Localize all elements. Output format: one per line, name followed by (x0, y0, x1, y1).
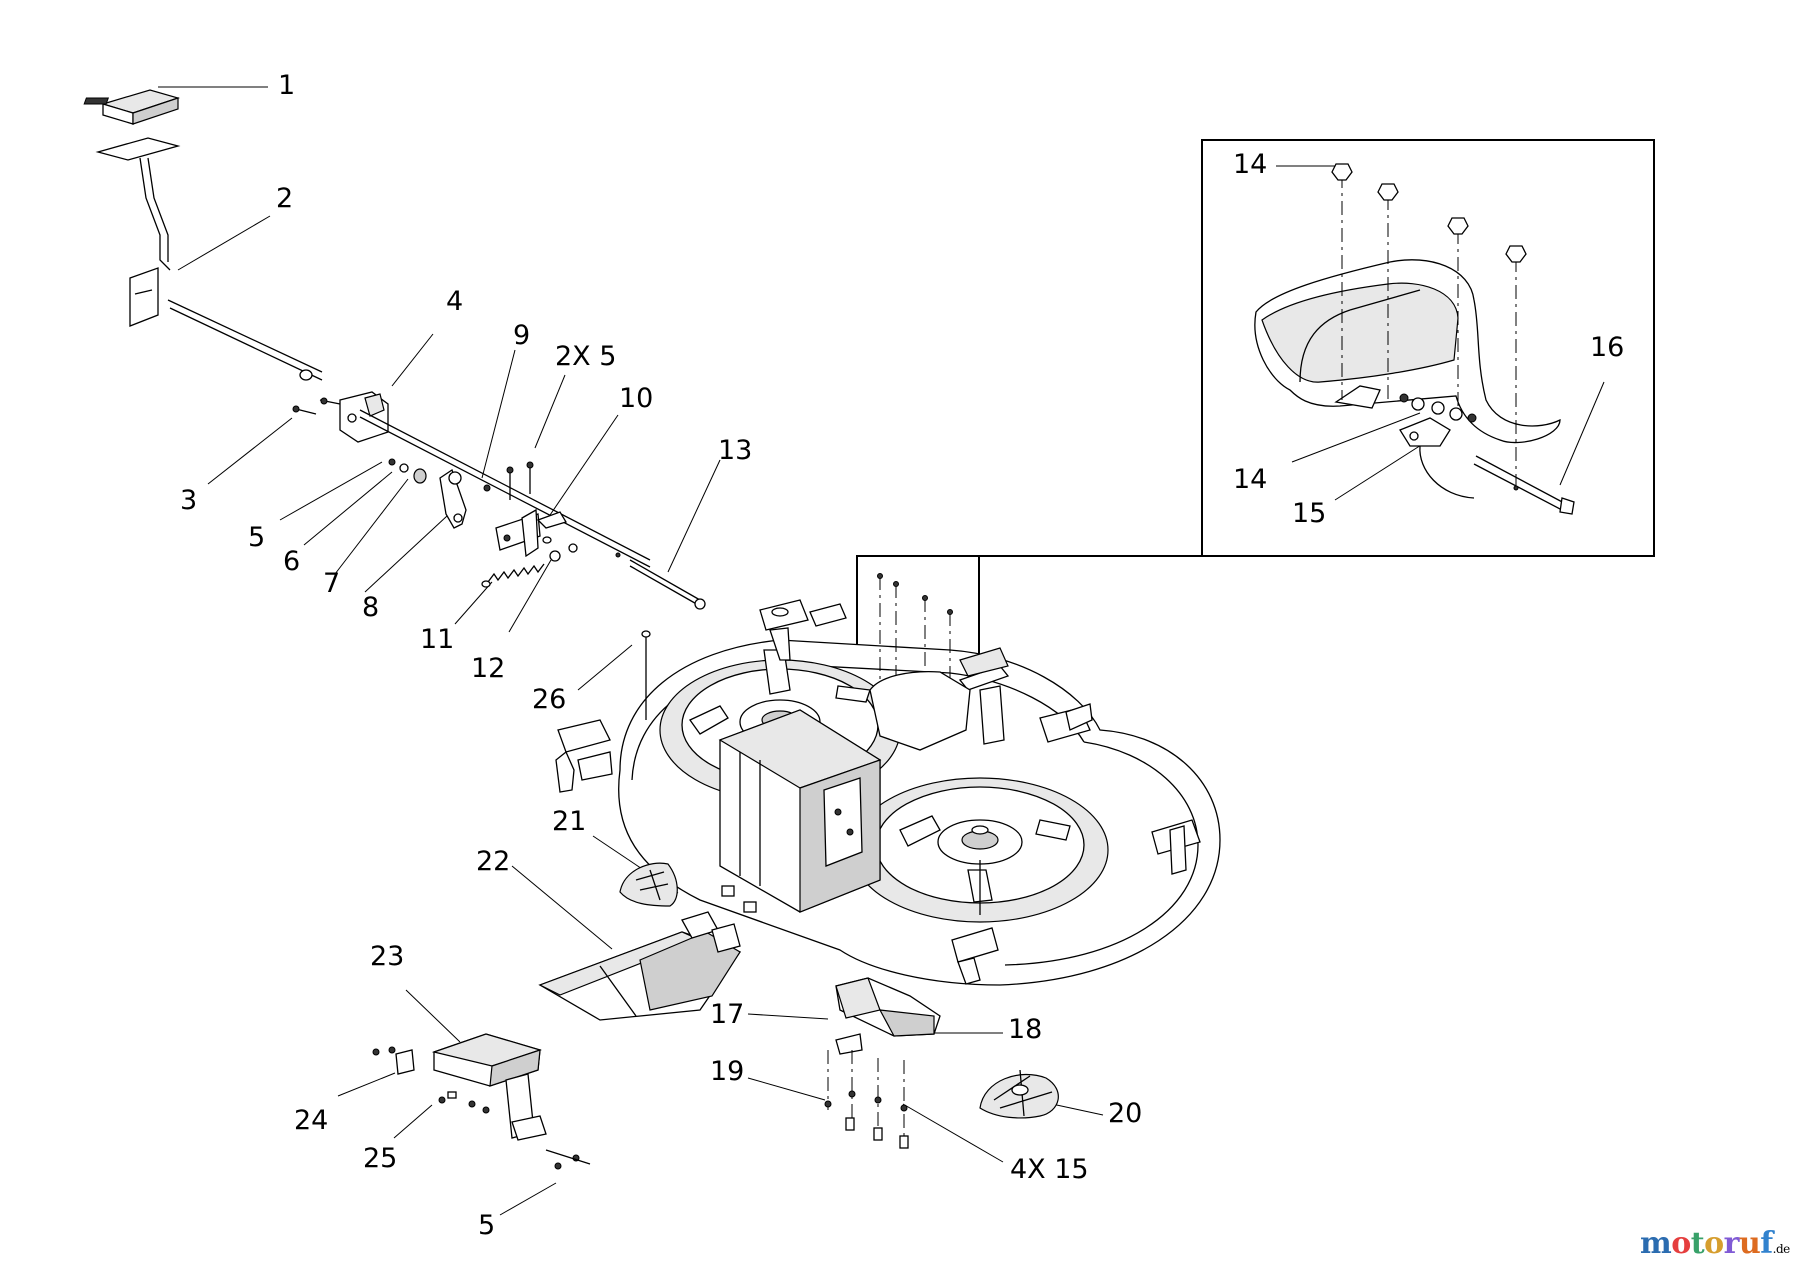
watermark-letter: o (1704, 1226, 1724, 1261)
callout-14-top: 14 (1233, 149, 1268, 180)
callout-4: 4 (446, 286, 464, 317)
watermark-tld: .de (1772, 1242, 1791, 1256)
inset-detail-parts (869, 163, 1575, 751)
callout-25: 25 (363, 1143, 398, 1174)
callout-7: 7 (323, 568, 341, 599)
part-23-bracket (372, 1033, 591, 1170)
callout-10: 10 (619, 383, 654, 414)
callout-8: 8 (362, 592, 380, 623)
callout-19: 19 (710, 1056, 745, 1087)
callout-24: 24 (294, 1105, 329, 1136)
pedal-assembly (83, 89, 323, 381)
part-20-guide (979, 1069, 1059, 1119)
part-21-cover (619, 862, 757, 913)
watermark-letter: r (1723, 1226, 1740, 1261)
callout-14-bottom: 14 (1233, 464, 1268, 495)
callout-12: 12 (471, 653, 506, 684)
watermark-letter: o (1671, 1226, 1691, 1261)
callout-22: 22 (476, 846, 511, 877)
callout-2: 2 (276, 183, 294, 214)
callout-9: 9 (513, 320, 531, 351)
watermark-letter: u (1738, 1226, 1761, 1261)
callout-15: 15 (1292, 498, 1327, 529)
callout-2x5: 2X 5 (555, 341, 617, 372)
callout-5-bottom: 5 (478, 1210, 496, 1241)
callout-16: 16 (1590, 332, 1625, 363)
part-17-18-bracket (824, 977, 941, 1149)
watermark-text: motoruf (1640, 1226, 1773, 1261)
callout-21: 21 (552, 806, 587, 837)
callout-13: 13 (718, 435, 753, 466)
callout-23: 23 (370, 941, 405, 972)
callout-1: 1 (278, 70, 296, 101)
callout-4x15: 4X 15 (1010, 1154, 1089, 1185)
mower-deck (555, 599, 1221, 986)
watermark-logo: motoruf.de (1640, 1226, 1790, 1261)
watermark-letter: m (1640, 1226, 1672, 1261)
callout-3: 3 (180, 485, 198, 516)
watermark-letter: t (1690, 1226, 1705, 1261)
part-22-chute (538, 911, 742, 1021)
callout-11: 11 (420, 624, 455, 655)
callout-20: 20 (1108, 1098, 1143, 1129)
callout-6: 6 (283, 546, 301, 577)
callout-18: 18 (1008, 1014, 1043, 1045)
leader-lines (158, 86, 1605, 1216)
callout-17: 17 (710, 999, 745, 1030)
linkage-assembly (292, 391, 706, 610)
spring (481, 536, 552, 588)
callout-5: 5 (248, 522, 266, 553)
callout-26: 26 (532, 684, 567, 715)
watermark-letter: f (1760, 1226, 1773, 1261)
